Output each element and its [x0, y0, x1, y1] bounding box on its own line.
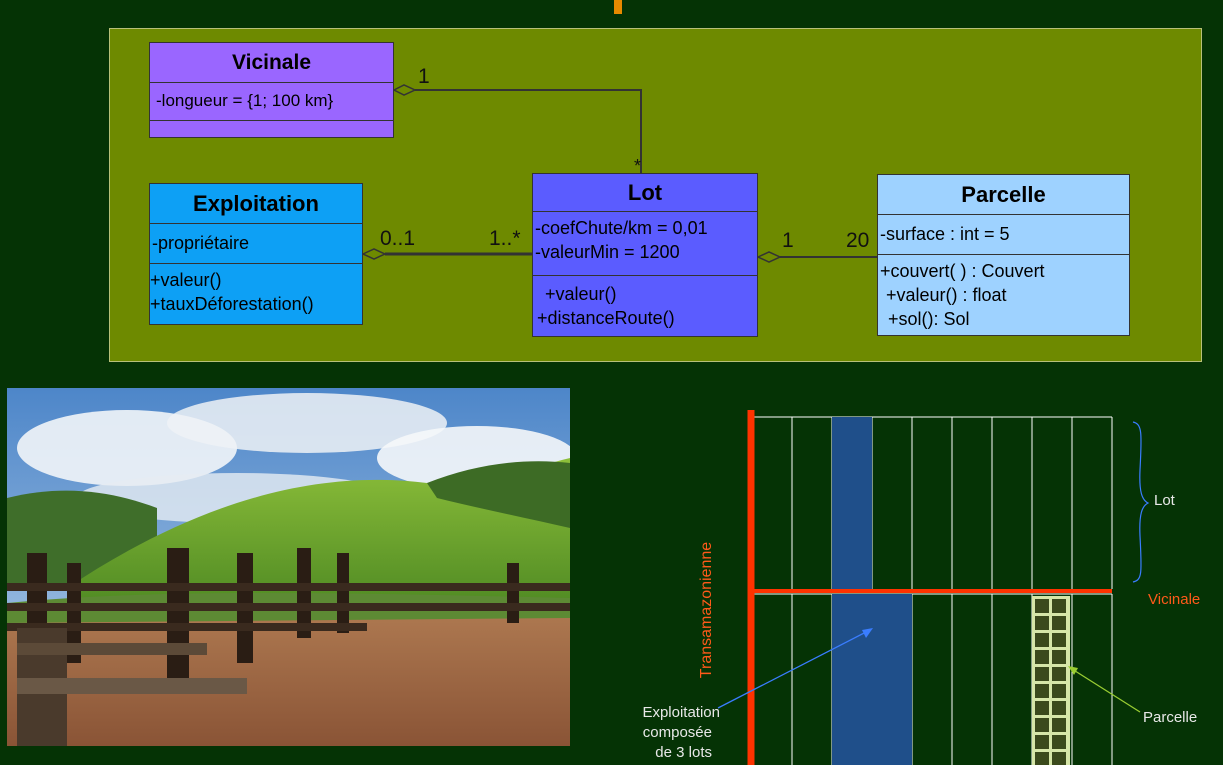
parcelle-cell [1052, 599, 1066, 613]
parcel-grid [1032, 596, 1070, 765]
lot-operation: +distanceRoute() [537, 308, 675, 328]
parcelle-operations: +couvert( ) : Couvert +valeur() : float … [878, 255, 1129, 331]
multiplicity-lot-end-parcelle: 1 [782, 229, 794, 252]
exploitation-lot-stripe-upper [832, 417, 872, 591]
vicinale-attribute: -longueur = {1; 100 km} [156, 91, 334, 110]
parcelle-cell [1035, 633, 1049, 647]
parcelle-cell [1052, 616, 1066, 630]
parcelle-operation: +couvert( ) : Couvert [880, 261, 1045, 281]
class-name-parcelle: Parcelle [878, 175, 1129, 215]
multiplicity-parcelle-end: 20 [846, 229, 870, 252]
exploitation-label-line: composée [642, 724, 712, 741]
lot-attribute: -coefChute/km = 0,01 [535, 218, 708, 238]
ranch-photo [7, 388, 570, 746]
parcelle-cell [1035, 684, 1049, 698]
exploitation-operation: +tauxDéforestation() [150, 294, 314, 314]
uml-class-parcelle: Parcelle -surface : int = 5 +couvert( ) … [877, 174, 1130, 336]
parcelle-cell [1035, 735, 1049, 749]
parcelle-label: Parcelle [1143, 709, 1198, 726]
parcelle-operation: +sol(): Sol [888, 309, 970, 329]
parcelle-cell [1035, 650, 1049, 664]
vicinale-lot-association [415, 89, 642, 173]
multiplicity-exploitation-end: 0..1 [380, 227, 416, 250]
parcelle-cell [1035, 752, 1049, 765]
lot-attribute: -valeurMin = 1200 [535, 242, 680, 262]
parcelle-attributes: -surface : int = 5 [878, 215, 1129, 255]
lot-aggregation-diamond [756, 251, 782, 263]
parcelle-cell [1052, 752, 1066, 765]
parcelle-cell [1035, 718, 1049, 732]
vicinale-attributes: -longueur = {1; 100 km} [150, 83, 393, 121]
parcelle-operation: +valeur() : float [886, 285, 1007, 305]
class-name-lot: Lot [533, 174, 757, 212]
exploitation-label-line: de 3 lots [655, 744, 712, 761]
lot-operations: +valeur() +distanceRoute() [533, 276, 757, 330]
parcelle-cell [1035, 667, 1049, 681]
class-name-vicinale: Vicinale [150, 43, 393, 83]
exploitation-label-line: Exploitation [642, 704, 720, 721]
vicinale-aggregation-diamond [392, 84, 417, 96]
parcelle-arrowhead [1068, 666, 1078, 675]
parcelle-cell [1035, 599, 1049, 613]
exploitation-attributes: -propriétaire [150, 224, 362, 264]
multiplicity-lot-end-exploitation: 1..* [489, 227, 521, 250]
parcelle-cell [1052, 701, 1066, 715]
exploitation-aggregation-diamond [361, 248, 387, 260]
multiplicity-lot-end-vicinale: * [634, 156, 642, 176]
top-accent-mark [614, 0, 622, 14]
parcelle-arrow [1071, 668, 1141, 713]
exploitation-attribute: -propriétaire [152, 233, 250, 253]
exploitation-lot-stripe-lower [832, 594, 912, 765]
exploitation-arrow [717, 629, 871, 709]
parcelle-cell [1052, 718, 1066, 732]
uml-class-exploitation: Exploitation -propriétaire +valeur() +ta… [149, 183, 363, 325]
lot-attributes: -coefChute/km = 0,01 -valeurMin = 1200 [533, 212, 757, 276]
parcelle-cell [1035, 616, 1049, 630]
parcelle-cell [1052, 633, 1066, 647]
lot-label: Lot [1154, 492, 1175, 509]
parcelle-cell [1052, 650, 1066, 664]
parcelle-cell [1052, 684, 1066, 698]
lot-brace [1132, 421, 1150, 583]
exploitation-operations: +valeur() +tauxDéforestation() [150, 264, 362, 316]
parcelle-attribute: -surface : int = 5 [880, 224, 1010, 244]
uml-class-vicinale: Vicinale -longueur = {1; 100 km} [149, 42, 394, 138]
multiplicity-vicinale-end: 1 [418, 65, 430, 88]
class-name-exploitation: Exploitation [150, 184, 362, 224]
parcelle-cell [1052, 735, 1066, 749]
parcelle-cell [1052, 667, 1066, 681]
vicinale-label: Vicinale [1148, 591, 1201, 608]
transamazonienne-label: Transamazonienne [698, 541, 715, 679]
parcelle-cell [1035, 701, 1049, 715]
uml-class-lot: Lot -coefChute/km = 0,01 -valeurMin = 12… [532, 173, 758, 337]
exploitation-operation: +valeur() [150, 270, 222, 290]
lot-operation: +valeur() [545, 284, 617, 304]
exploitation-arrowhead [862, 628, 873, 638]
exploitation-label: Exploitation composée de 3 lots [600, 703, 720, 763]
